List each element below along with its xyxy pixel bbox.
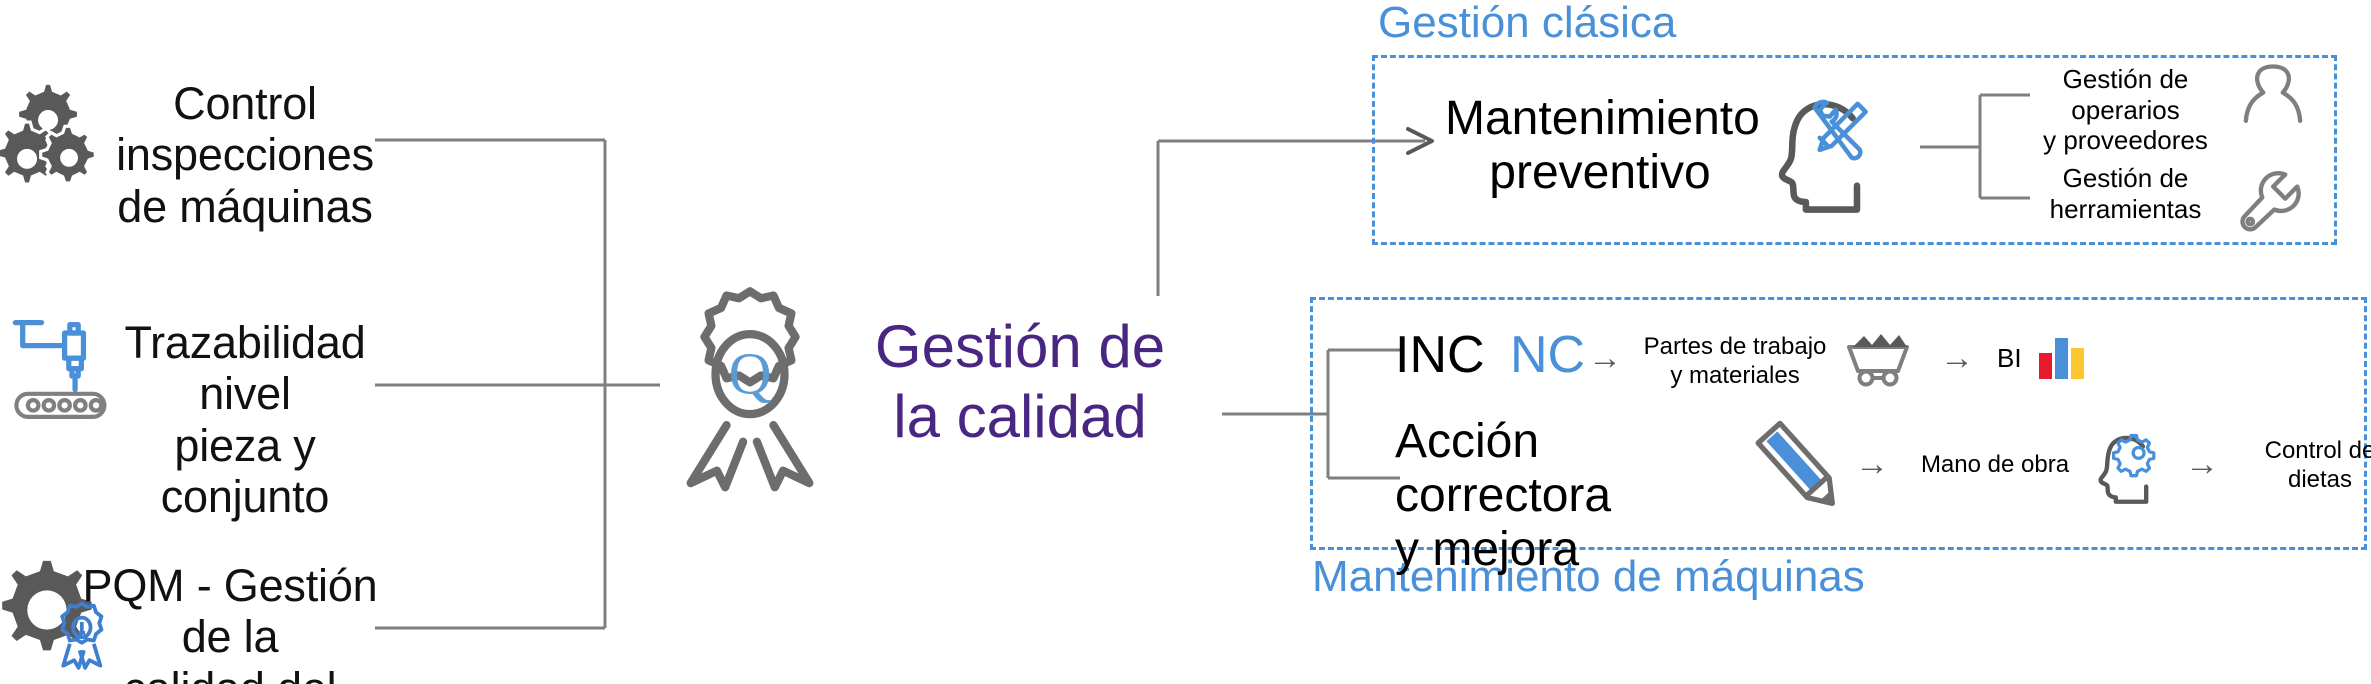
arrow-icon: → bbox=[2185, 445, 2219, 483]
quality-ribbon-badge-icon: Q bbox=[660, 287, 840, 492]
arrow-icon: → bbox=[1588, 339, 1622, 377]
arrow-icon: → bbox=[1940, 339, 1974, 377]
bar-chart-icon bbox=[2035, 332, 2091, 384]
row-inc-nc: INC NC → Partes de trabajo y materiales … bbox=[1395, 325, 2355, 405]
badge-letter: Q bbox=[729, 340, 772, 406]
group-title-maquinas: Mantenimiento de máquinas bbox=[1312, 552, 1865, 601]
label-partes-trabajo[interactable]: Partes de trabajo y materiales bbox=[1643, 333, 1827, 389]
mine-cart-icon bbox=[1843, 331, 1913, 391]
left-item-pqm[interactable]: PQM - Gestión de la calidad del producto bbox=[0, 528, 380, 684]
center-node[interactable]: Q Gestión de la calidad bbox=[660, 287, 1220, 492]
label-nc[interactable]: NC bbox=[1510, 326, 1586, 384]
gear-quality-badge-icon bbox=[0, 550, 120, 670]
node-gestion-herramientas[interactable]: Gestión de herramientas bbox=[2049, 163, 2202, 224]
row-accion-correctora: Acción correctora y mejora → Mano de obr… bbox=[1395, 415, 2371, 576]
center-node-label: Gestión de la calidad bbox=[874, 313, 1166, 450]
arrow-icon: → bbox=[1855, 445, 1889, 483]
label-bi[interactable]: BI bbox=[1997, 343, 2022, 373]
label-accion-correctora[interactable]: Acción correctora y mejora bbox=[1395, 415, 1612, 576]
robot-arm-conveyor-icon bbox=[10, 310, 115, 420]
label-mano-de-obra[interactable]: Mano de obra bbox=[1920, 451, 2070, 478]
label-inc[interactable]: INC bbox=[1395, 326, 1485, 384]
group-box-maquinas bbox=[1310, 297, 2367, 550]
head-with-gear-icon bbox=[2095, 429, 2167, 505]
wrench-icon bbox=[2236, 168, 2306, 238]
head-with-tools-icon bbox=[1772, 90, 1892, 215]
left-item-inspections[interactable]: Control inspecciones de máquinas bbox=[0, 40, 380, 232]
gears-icon bbox=[0, 78, 110, 186]
node-gestion-operarios[interactable]: Gestión de operarios y proveedores bbox=[2043, 64, 2208, 156]
pencil-icon bbox=[1745, 415, 1855, 520]
node-mantenimiento-preventivo[interactable]: Mantenimiento preventivo bbox=[1445, 92, 1760, 199]
label-control-dietas[interactable]: Control de dietas bbox=[2264, 437, 2371, 493]
group-title-clasica: Gestión clásica bbox=[1378, 0, 1677, 47]
left-item-label: PQM - Gestión de la calidad del producto bbox=[82, 560, 378, 684]
left-item-label: Control inspecciones de máquinas bbox=[116, 78, 374, 232]
person-icon bbox=[2240, 60, 2306, 136]
left-item-traceability[interactable]: Trazabilidad nivel pieza y conjunto bbox=[0, 285, 380, 522]
left-item-label: Trazabilidad nivel pieza y conjunto bbox=[124, 317, 366, 522]
group-box-clasica bbox=[1372, 55, 2337, 245]
